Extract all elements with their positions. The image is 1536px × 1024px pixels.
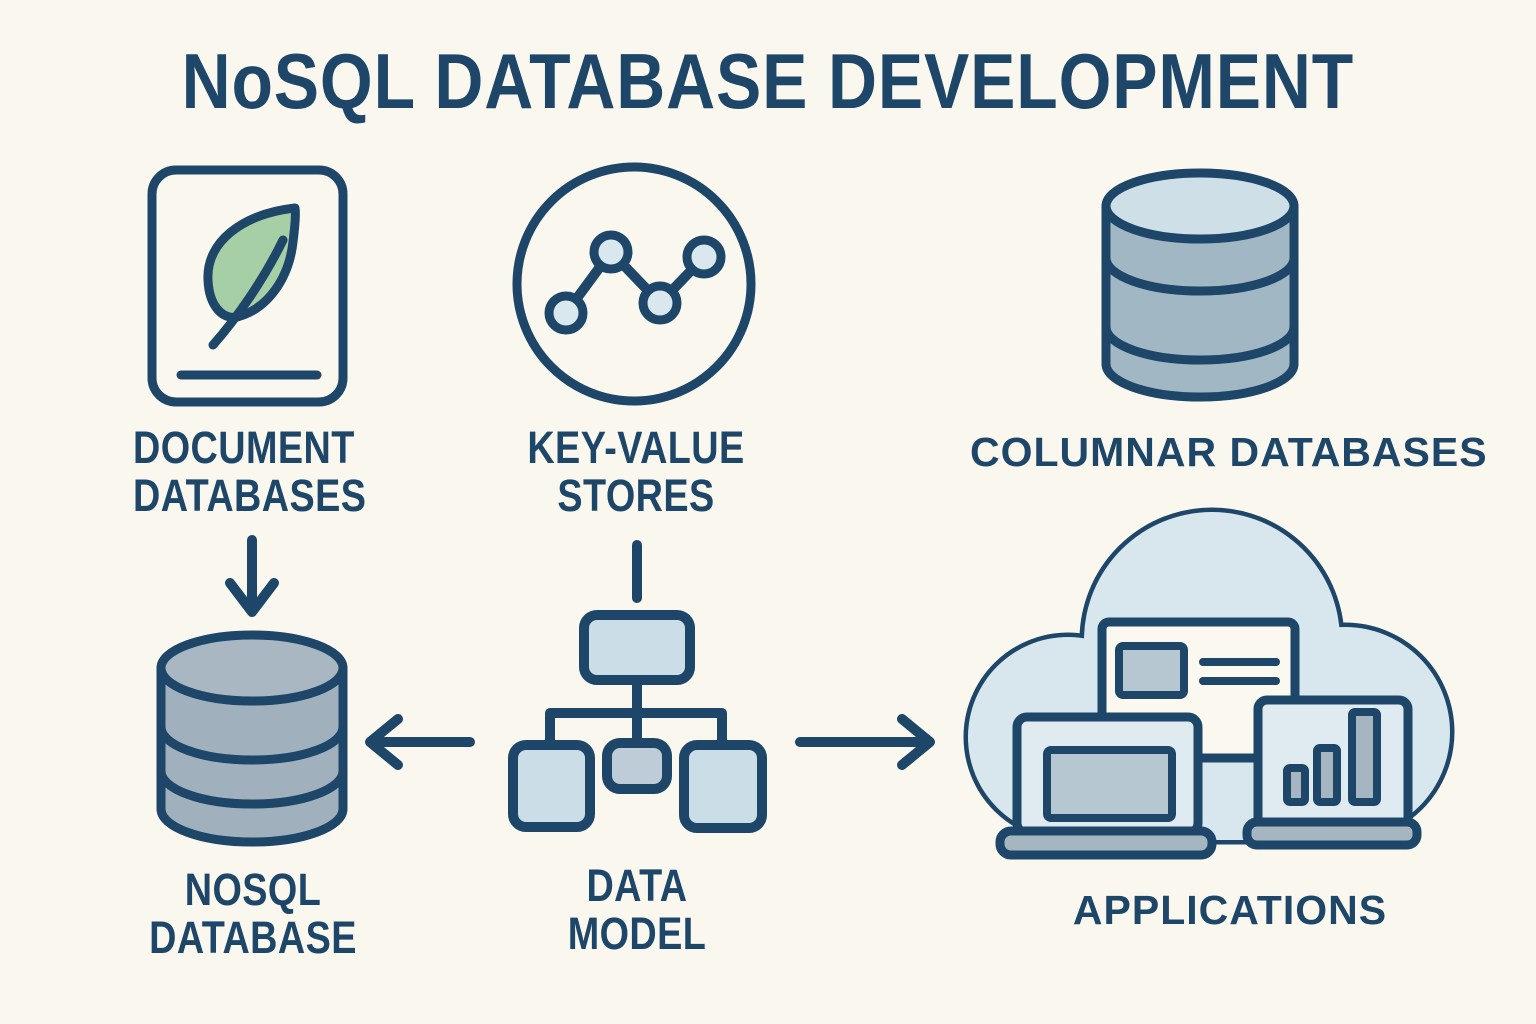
label-data-model: DATA MODEL	[567, 860, 707, 959]
cylinder-band-line	[156, 770, 348, 809]
cloud-devices-icon	[963, 507, 1455, 860]
key-value-graph-icon	[512, 162, 756, 406]
graph-node	[682, 235, 726, 279]
tree-child-node	[602, 738, 672, 794]
columnar-database-cylinder-icon	[1101, 168, 1299, 402]
tree-diagram-icon	[508, 610, 767, 833]
bar	[1283, 764, 1309, 806]
arrow-datamodel-to-applications	[795, 714, 935, 770]
card-image-placeholder	[1115, 642, 1188, 699]
tree-child-node	[508, 740, 595, 832]
label-columnar-databases: COLUMNAR DATABASES	[970, 429, 1488, 475]
tree-child-node	[679, 740, 767, 833]
label-applications: APPLICATIONS	[1072, 887, 1388, 933]
cylinder-band-line	[156, 726, 348, 765]
monitor-bar-chart	[1242, 695, 1422, 850]
graph-node	[638, 281, 682, 325]
laptop-base	[995, 826, 1217, 860]
graph-node	[544, 291, 588, 335]
label-key-value-stores: KEY-VALUE STORES	[527, 422, 745, 521]
cylinder-band-line	[1101, 257, 1299, 296]
graph-zigzag-line	[561, 247, 709, 318]
tree-parent-node	[579, 610, 695, 685]
laptop	[995, 712, 1217, 860]
monitor-base	[1242, 817, 1422, 850]
database-cylinder-icon	[156, 630, 348, 847]
page-title: NoSQL DATABASE DEVELOPMENT	[181, 37, 1355, 125]
graph-node	[589, 230, 633, 274]
arrow-document-to-nosql	[225, 535, 279, 617]
cylinder-top	[1101, 168, 1299, 244]
document-leaf-icon	[147, 165, 348, 407]
cylinder-top	[156, 630, 348, 706]
label-document-databases: DOCUMENT DATABASES	[133, 422, 367, 521]
label-nosql-database: NOSQL DATABASE	[149, 864, 357, 963]
leaf-stem	[208, 235, 288, 350]
bar	[1348, 708, 1381, 806]
cylinder-band-line	[1101, 326, 1299, 365]
arrow-datamodel-to-nosql	[365, 714, 475, 770]
bar	[1313, 744, 1341, 806]
laptop-screen	[1043, 746, 1176, 822]
